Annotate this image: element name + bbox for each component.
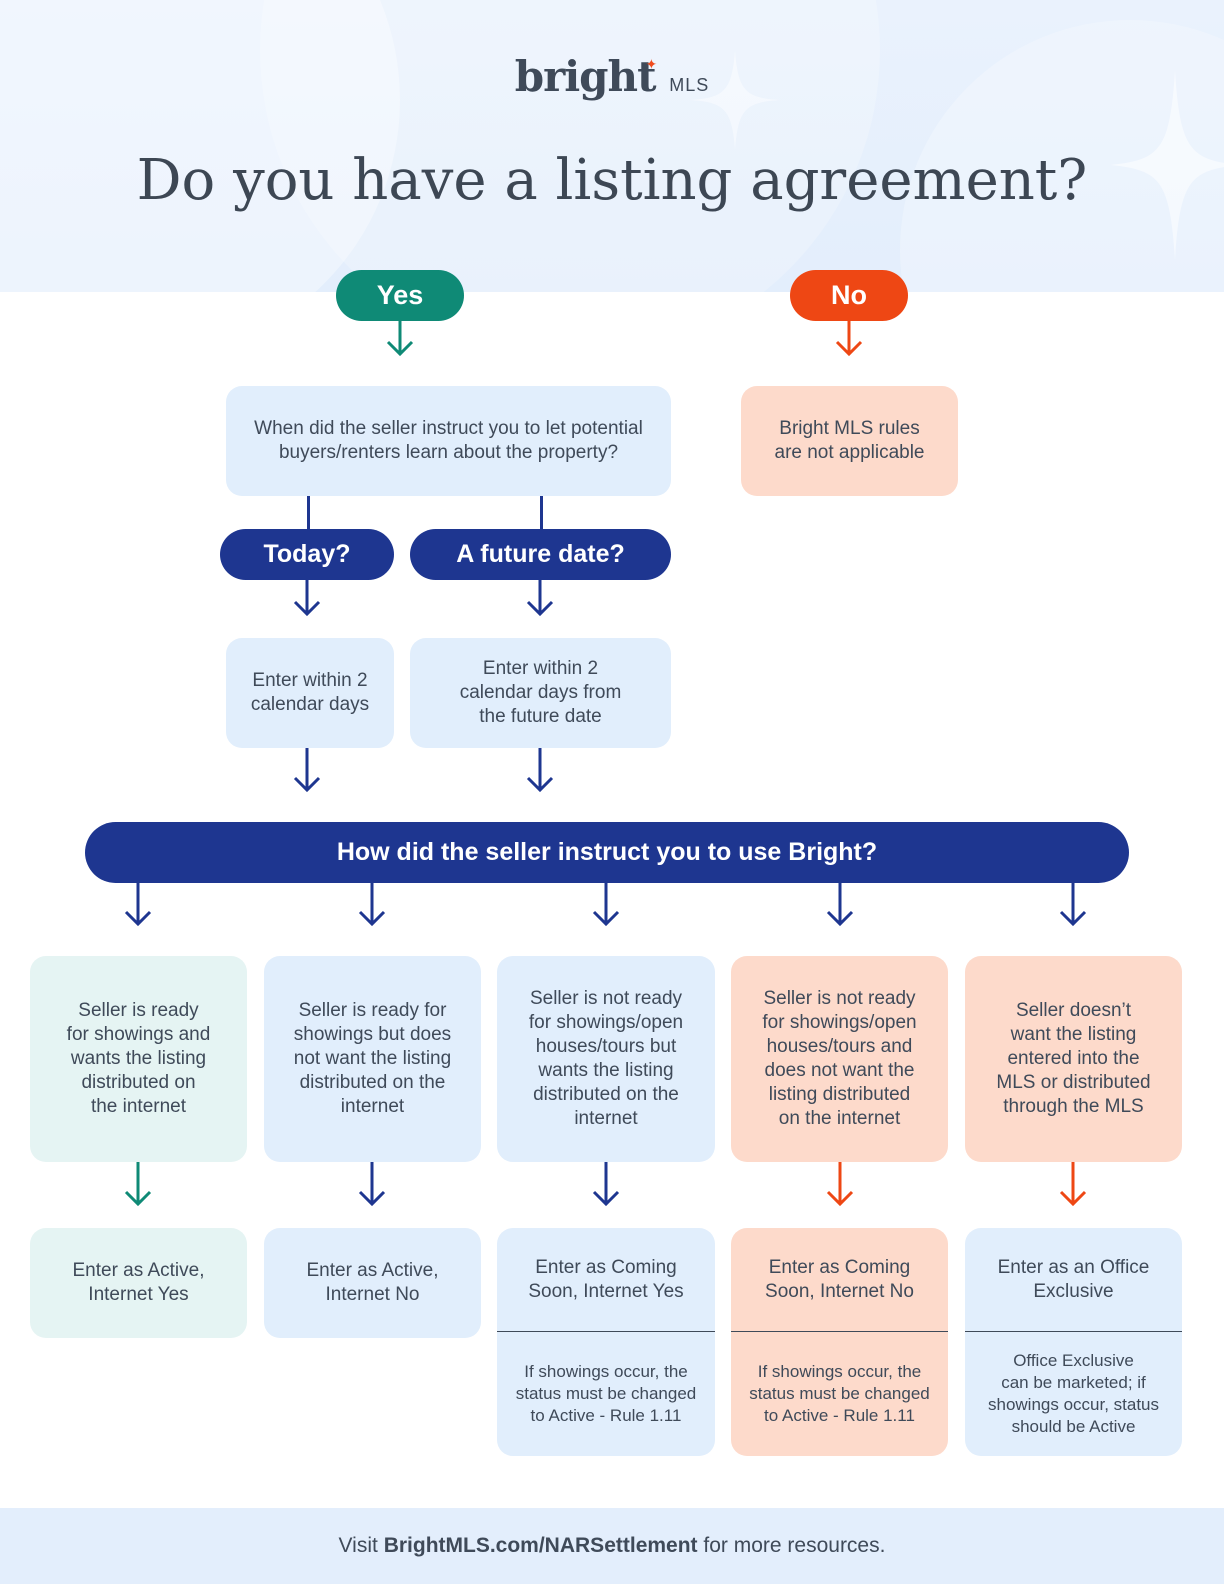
scenario-not-ready-no-internet: Seller is not ready for showings/open ho… xyxy=(731,956,948,1162)
scenario-ready-no-internet: Seller is ready for showings but does no… xyxy=(264,956,481,1162)
arrow-down-icon xyxy=(526,580,554,617)
scenario-ready-internet: Seller is ready for showings and wants t… xyxy=(30,956,247,1162)
arrow-down-icon xyxy=(835,320,863,357)
arrow-down-icon xyxy=(358,1162,386,1207)
sparkle-icon xyxy=(690,50,780,150)
outcome-coming-soon-internet-no: Enter as Coming Soon, Internet No If sho… xyxy=(731,1228,948,1456)
arrow-down-icon xyxy=(592,1162,620,1207)
footer-suffix: for more resources. xyxy=(703,1534,886,1557)
arrow-down-icon xyxy=(358,882,386,927)
outcome-note: If showings occur, the status must be ch… xyxy=(515,1362,697,1425)
arrow-down-icon xyxy=(826,1162,854,1207)
connector-line xyxy=(307,496,310,530)
logo-star-icon: ✦ xyxy=(645,56,658,72)
logo-word: bright xyxy=(514,52,657,101)
when-question-box: When did the seller instruct you to let … xyxy=(226,386,671,496)
future-date-pill: A future date? xyxy=(410,529,671,580)
today-pill: Today? xyxy=(220,529,394,580)
outcome-title: Enter as an Office Exclusive xyxy=(965,1228,1182,1332)
not-applicable-box: Bright MLS rules are not applicable xyxy=(741,386,958,496)
bright-mls-logo: bright✦ MLS xyxy=(0,52,1224,101)
arrow-down-icon xyxy=(1059,882,1087,927)
arrow-down-icon xyxy=(526,748,554,793)
outcome-office-exclusive: Enter as an Office Exclusive Office Excl… xyxy=(965,1228,1182,1456)
footer: Visit BrightMLS.com/NARSettlement for mo… xyxy=(0,1508,1224,1584)
logo-suffix: MLS xyxy=(669,75,710,95)
outcome-coming-soon-internet-yes: Enter as Coming Soon, Internet Yes If sh… xyxy=(497,1228,715,1456)
outcome-note: If showings occur, the status must be ch… xyxy=(749,1362,930,1425)
today-result-box: Enter within 2 calendar days xyxy=(226,638,394,748)
outcome-note: Office Exclusive can be marketed; if sho… xyxy=(987,1351,1160,1436)
arrow-down-icon xyxy=(386,320,414,357)
outcome-title: Enter as Coming Soon, Internet No xyxy=(731,1228,948,1332)
no-pill: No xyxy=(790,270,908,321)
arrow-down-icon xyxy=(826,882,854,927)
page-title: Do you have a listing agreement? xyxy=(136,148,1088,213)
connector-line xyxy=(540,496,543,530)
sparkle-icon xyxy=(1110,70,1224,260)
outcome-active-internet-no: Enter as Active, Internet No xyxy=(264,1228,481,1338)
arrow-down-icon xyxy=(124,882,152,927)
header-banner xyxy=(0,0,1224,292)
outcome-title: Enter as Coming Soon, Internet Yes xyxy=(497,1228,715,1332)
scenario-not-ready-internet: Seller is not ready for showings/open ho… xyxy=(497,956,715,1162)
arrow-down-icon xyxy=(592,882,620,927)
future-result-box: Enter within 2 calendar days from the fu… xyxy=(410,638,671,748)
arrow-down-icon xyxy=(293,748,321,793)
outcome-active-internet-yes: Enter as Active, Internet Yes xyxy=(30,1228,247,1338)
footer-prefix: Visit xyxy=(338,1534,378,1557)
arrow-down-icon xyxy=(1059,1162,1087,1207)
footer-link[interactable]: BrightMLS.com/NARSettlement xyxy=(383,1534,698,1557)
arrow-down-icon xyxy=(293,580,321,617)
how-question-banner: How did the seller instruct you to use B… xyxy=(85,822,1129,883)
arrow-down-icon xyxy=(124,1162,152,1207)
yes-pill: Yes xyxy=(336,270,464,321)
scenario-no-mls: Seller doesn’t want the listing entered … xyxy=(965,956,1182,1162)
